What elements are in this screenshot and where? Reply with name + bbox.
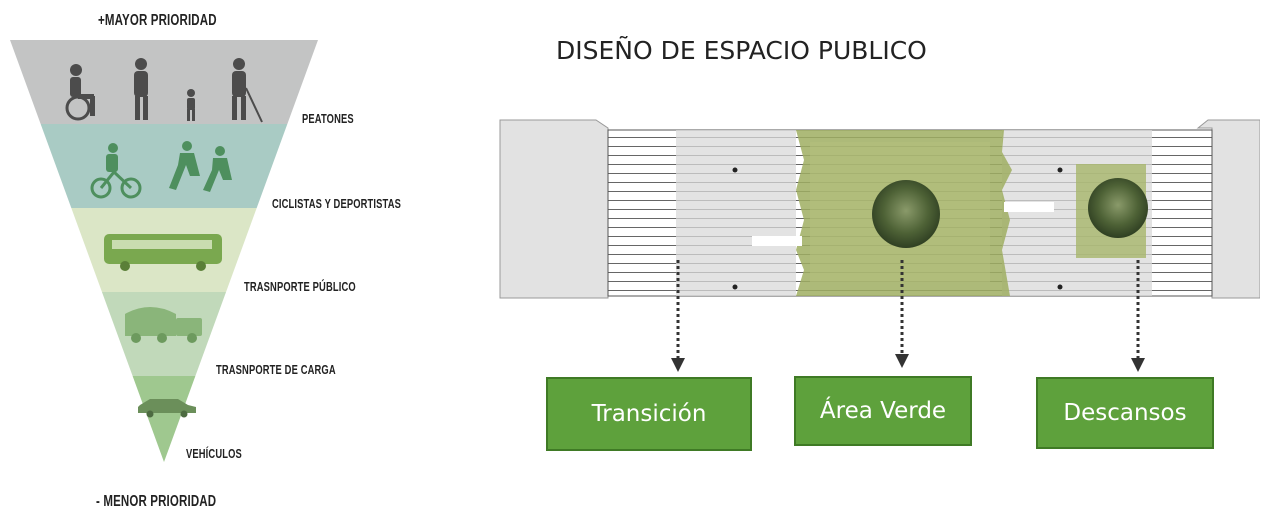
tier-vehiculos-band (10, 376, 318, 462)
transition-zone-left (676, 130, 796, 296)
public-space-plan (499, 119, 1260, 372)
garbage-truck-icon (125, 307, 202, 343)
zone-box-area-verde: Área Verde (794, 376, 972, 446)
building-right (1196, 119, 1260, 299)
tier-label-transporte-publico: TRASNPORTE PÚBLICO (244, 279, 356, 294)
arrow-transicion-icon (671, 358, 685, 372)
top-priority-label: +MAYOR PRIORIDAD (98, 12, 217, 29)
pyramid-graphic (10, 40, 318, 462)
cyclists-runners-icon (90, 141, 232, 199)
bus-icon (104, 234, 222, 271)
car-icon (138, 399, 196, 418)
zone-box-descansos: Descansos (1036, 377, 1214, 449)
tier-label-transporte-carga: TRASNPORTE DE CARGA (216, 362, 336, 377)
bench-right (1004, 202, 1054, 212)
tier-label-peatones: PEATONES (302, 111, 354, 126)
zone-label-descansos: Descansos (1063, 400, 1187, 426)
building-left (499, 119, 609, 299)
arrow-descansos-icon (1131, 358, 1145, 372)
pedestrians-icon (65, 58, 263, 123)
tier-label-vehiculos: VEHÍCULOS (186, 446, 242, 461)
plan-title: DISEÑO DE ESPACIO PUBLICO (556, 36, 927, 65)
tier-label-ciclistas: CICLISTAS Y DEPORTISTAS (272, 196, 402, 211)
zone-label-area-verde: Área Verde (819, 398, 947, 424)
bench-left (752, 236, 802, 246)
tree-main-icon (872, 180, 940, 248)
tree-small-icon (1088, 178, 1148, 238)
tier-peatones-band (10, 40, 318, 124)
zone-box-transicion: Transición (546, 377, 752, 451)
zone-label-transicion: Transición (591, 401, 707, 427)
bottom-priority-label: - MENOR PRIORIDAD (96, 493, 217, 510)
arrow-area-verde-icon (895, 354, 909, 368)
